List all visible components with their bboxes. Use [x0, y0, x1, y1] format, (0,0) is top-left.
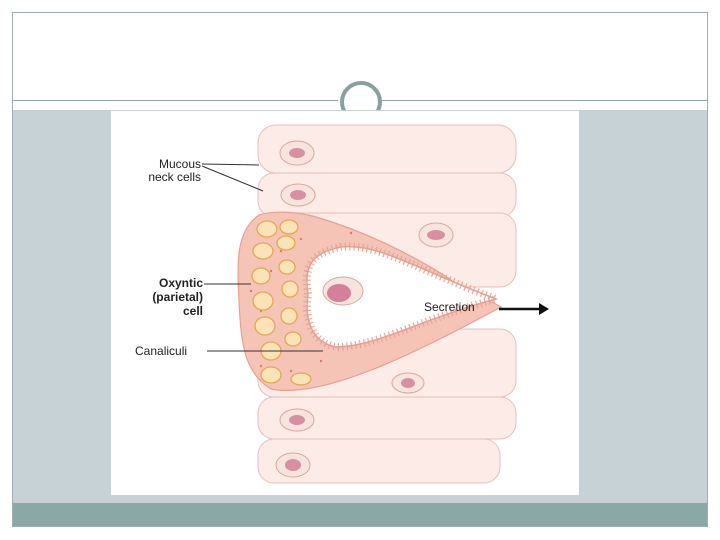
- nucleus-4: [401, 378, 415, 388]
- mitochondria: [251, 219, 312, 386]
- title-divider-right: [382, 100, 708, 101]
- mucous-neck-label-line1: Mucous: [158, 157, 201, 171]
- mucous-leader-2: [201, 165, 264, 192]
- nucleus-6: [285, 459, 301, 471]
- nucleus-5: [289, 415, 305, 425]
- nucleus-2: [290, 190, 306, 200]
- nucleus-1: [289, 148, 305, 158]
- gastric-gland-figure: Mucous neck cells Oxyntic (parietal) cel…: [111, 111, 579, 495]
- footer-band: [13, 503, 707, 526]
- oxyntic-label-line3: cell: [182, 304, 203, 318]
- mucous-leader-1: [201, 163, 260, 166]
- title-divider-left: [12, 100, 338, 101]
- gastric-gland-diagram: [201, 124, 549, 484]
- canaliculi-label: Canaliculi: [135, 344, 188, 358]
- epithelial-cell-6: [257, 438, 501, 484]
- oxyntic-label-line2: (parietal): [152, 290, 203, 304]
- mucous-neck-label-line2: neck cells: [148, 170, 201, 184]
- oxyntic-nucleus: [327, 284, 351, 302]
- canaliculus-lumen: [306, 245, 499, 348]
- oxyntic-label-line1: Oxyntic: [158, 276, 203, 290]
- secretion-arrow: [499, 303, 549, 315]
- leader-lines: [201, 163, 323, 352]
- cell-nuclei: [275, 140, 454, 478]
- nucleus-3: [427, 230, 445, 240]
- secretion-label: Secretion: [424, 300, 475, 314]
